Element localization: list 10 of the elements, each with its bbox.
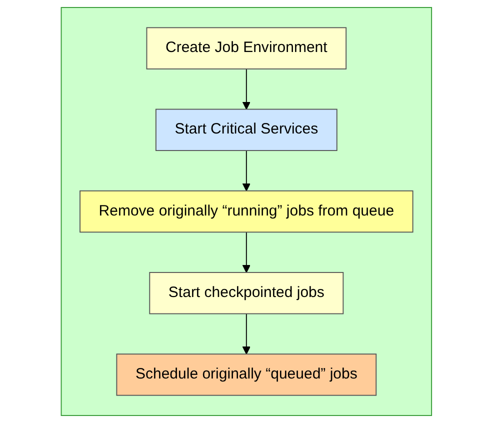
node-box: Schedule originally “queued” jobs — [116, 354, 376, 396]
node-box: Remove originally “running” jobs from queue — [79, 190, 413, 233]
arrow — [242, 150, 250, 192]
node-box: Start Critical Services — [155, 108, 337, 151]
node-box: Start checkpointed jobs — [148, 272, 344, 314]
node-box: Create Job Environment — [146, 27, 346, 70]
arrow — [242, 313, 250, 354]
arrow — [242, 68, 250, 110]
arrow — [242, 232, 250, 273]
cluster — [60, 7, 432, 416]
